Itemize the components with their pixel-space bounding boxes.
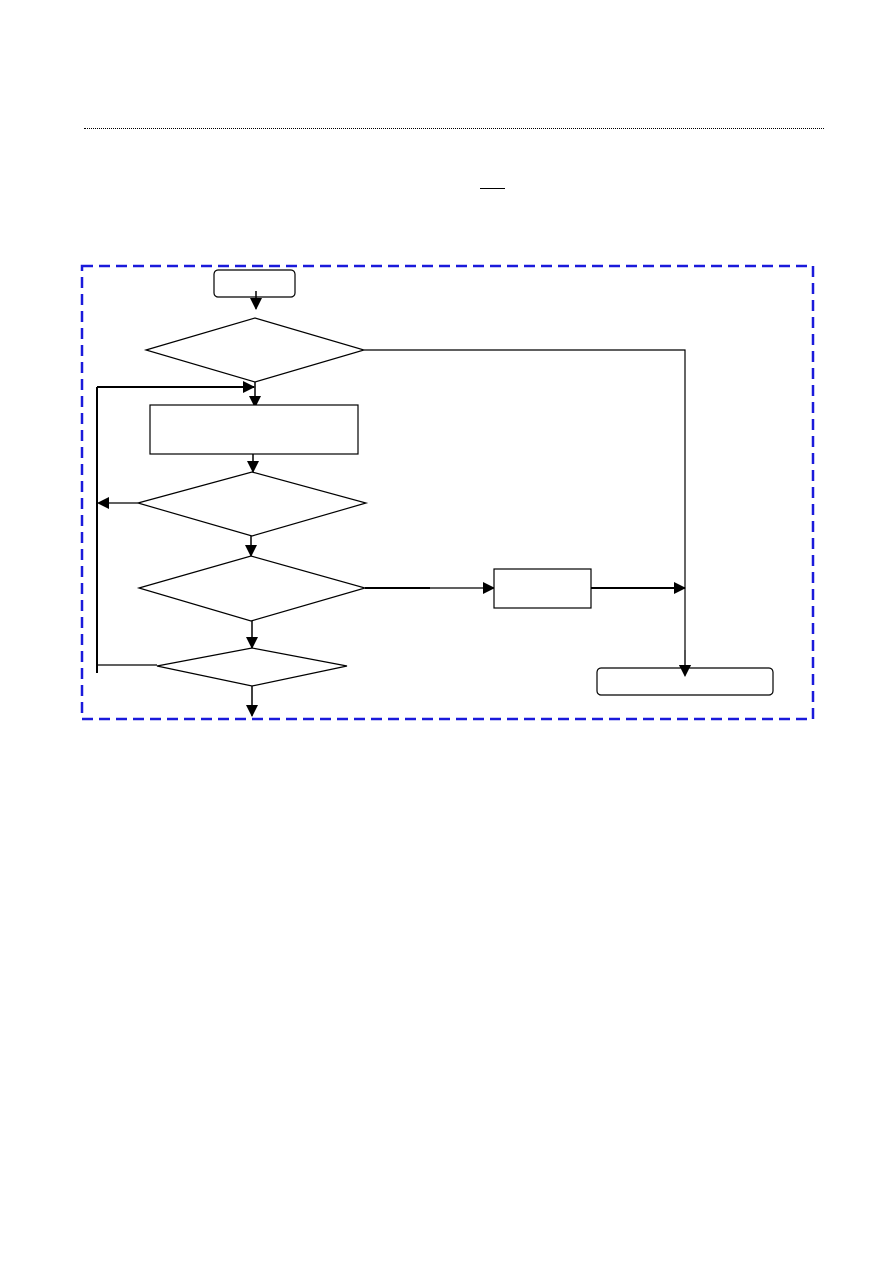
process-box-2: [493, 568, 592, 609]
short-underline-mark: [480, 188, 505, 189]
header-dotted-rule: [84, 128, 824, 129]
decision-diamond-4: [156, 647, 348, 687]
decision-diamond-1: [143, 317, 367, 383]
process-box-1: [149, 404, 359, 455]
start-terminator: [213, 269, 296, 298]
decision-diamond-2: [135, 471, 369, 537]
decision-diamond-3: [136, 555, 368, 622]
dashed-frame: [80, 264, 815, 721]
connector-decision1-right: [364, 349, 691, 677]
